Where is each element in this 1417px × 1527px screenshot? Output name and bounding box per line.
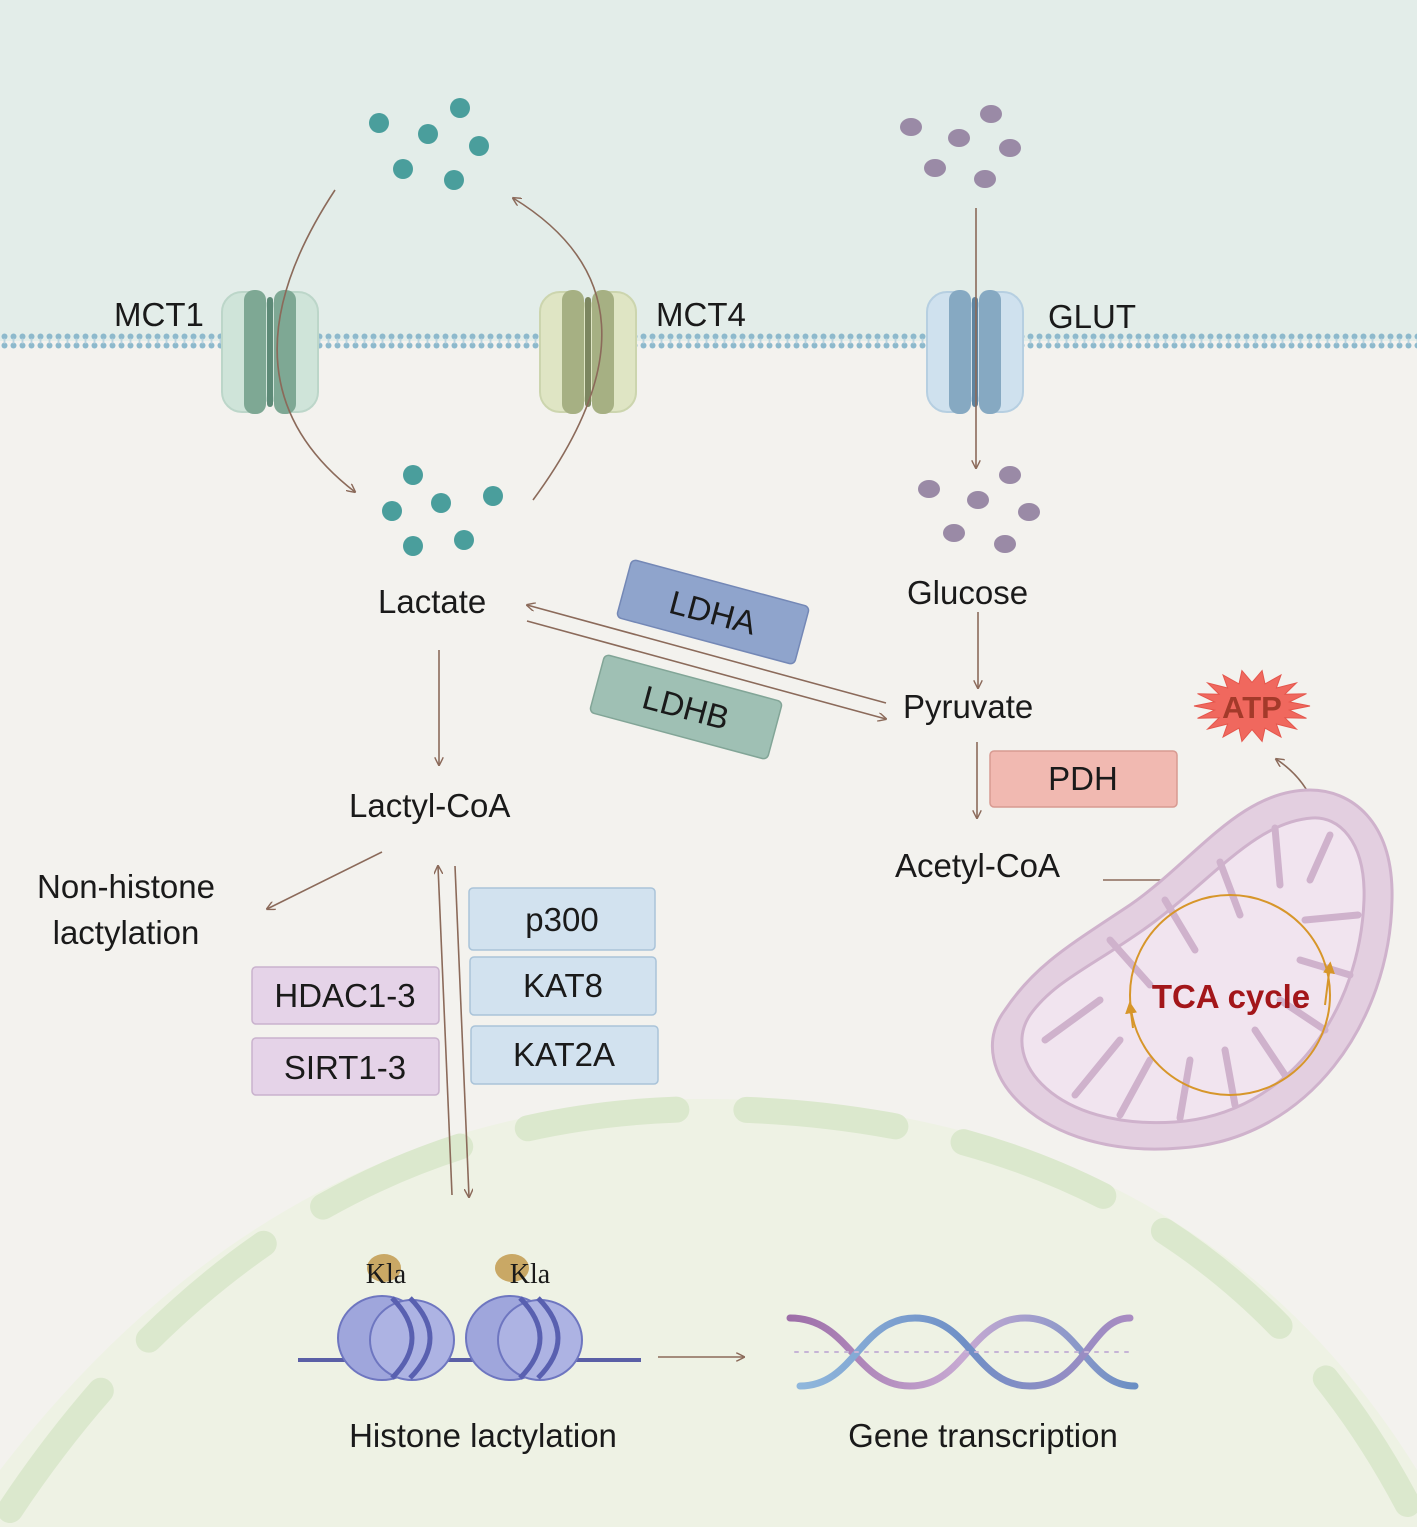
histone-to-lactyl-coa-arrow [438,866,453,1196]
eraser-hdac1-3: HDAC1-3 [251,966,440,1025]
eraser-sirt1-3: SIRT1-3 [251,1037,440,1096]
mct4-export-arrow [513,198,603,501]
p300-label: p300 [525,901,598,938]
lactyl-coa-label: Lactyl-CoA [349,787,510,824]
pathway-arrows [267,189,1323,1357]
non-histone-lactylation-line1: Non-histone [37,868,215,905]
gene-transcription-label: Gene transcription [848,1417,1118,1454]
sirt1-3-label: SIRT1-3 [284,1049,406,1086]
nucleosome-2 [465,1254,583,1381]
ldhb-enzyme: LDHB [589,654,783,760]
kat8-label: KAT8 [523,967,603,1004]
non-histone-lactylation-line2: lactylation [53,914,200,951]
mct4-label: MCT4 [656,296,746,333]
writer-kat8: KAT8 [469,956,657,1016]
pyruvate-label: Pyruvate [903,688,1033,725]
intracellular-glucose-molecules [918,466,1040,553]
mct1-label: MCT1 [114,296,204,333]
ldha-enzyme: LDHA [616,559,810,665]
pyruvate-to-lactate-arrow [527,605,887,704]
mct1-import-arrow [276,189,355,492]
extracellular-space [0,0,1417,341]
dna-double-helix [786,1314,1139,1390]
atp-label: ATP [1222,690,1282,725]
mct1-transporter [221,290,319,414]
intracellular-lactate-molecules [382,465,503,556]
mct4-transporter [539,290,637,414]
extracellular-lactate-molecules [369,98,489,190]
tca-cycle-ring [1129,894,1331,1096]
histone-lactylation-label: Histone lactylation [349,1417,617,1454]
writer-p300: p300 [468,887,656,951]
writer-kat2a: KAT2A [470,1025,659,1085]
glut-label: GLUT [1048,298,1136,335]
lactate-label: Lactate [378,583,486,620]
glucose-label: Glucose [907,574,1028,611]
hdac1-3-label: HDAC1-3 [274,977,415,1014]
mitochondrion: TCA cycle [991,788,1394,1151]
tca-cycle-arrow-right [1323,961,1335,1006]
tca-cycle-label: TCA cycle [1152,978,1310,1015]
cell-membrane [0,333,1417,349]
kat2a-label: KAT2A [513,1036,615,1073]
nucleosome-1 [337,1254,455,1381]
extracellular-glucose-molecules [900,105,1021,188]
pdh-label: PDH [1048,760,1118,797]
tca-cycle-arrow-left [1125,1001,1138,1029]
non-histone-lactylation-arrow [267,851,383,909]
glut-transporter [926,290,1024,414]
nucleus [0,1096,1417,1527]
lactyl-coa-to-histone-arrow [454,865,469,1197]
acetyl-coa-label: Acetyl-CoA [895,847,1060,884]
kla-mark-1: Kla [366,1259,407,1290]
lactate-to-pyruvate-arrow [526,620,886,719]
pdh-enzyme: PDH [989,750,1178,808]
atp-burst: ATP [1193,669,1311,743]
kla-mark-2: Kla [510,1259,551,1290]
